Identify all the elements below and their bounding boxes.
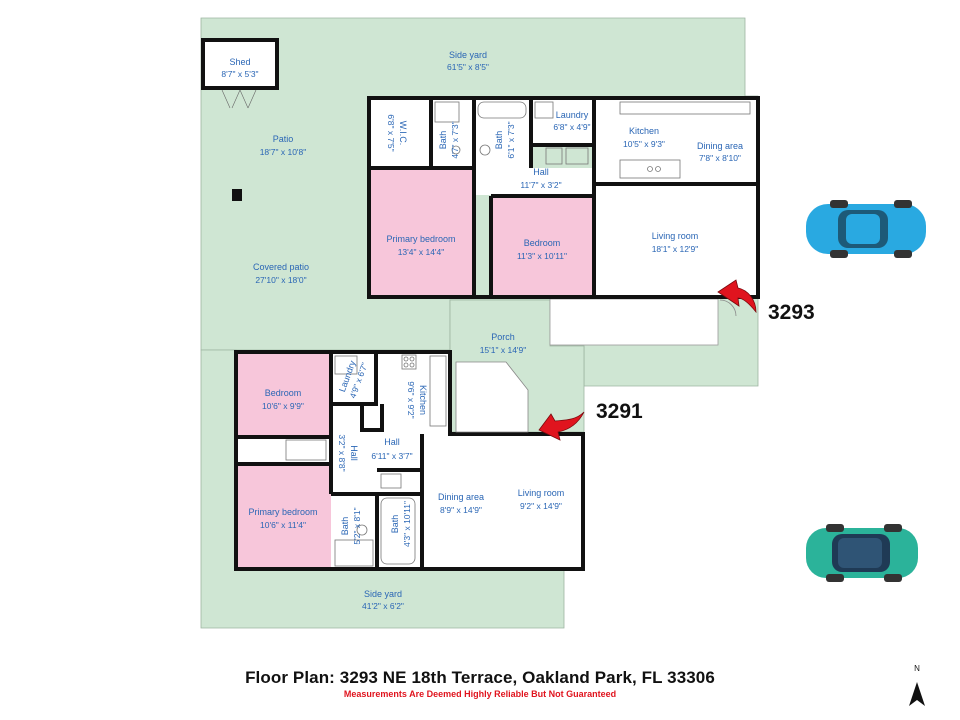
hall-b2-label: Hall <box>349 445 359 461</box>
bath-a-label: Bath <box>438 131 448 150</box>
fixtures-b <box>285 354 447 567</box>
porch-deck <box>455 361 529 433</box>
hall-b2-dim: 3'2" x 8'8" <box>337 434 347 471</box>
unit-number-3291: 3291 <box>596 400 643 423</box>
entry-door-a <box>719 299 737 317</box>
hall-a-label: Hall <box>533 167 549 177</box>
compass-label: N <box>914 664 920 673</box>
bedroom-b-dim: 10'6" x 9'9" <box>262 401 304 411</box>
post <box>232 189 242 201</box>
living-a-label: Living room <box>652 231 699 241</box>
entry-arrow-3293 <box>717 279 757 314</box>
wic-label: W.I.C. <box>398 121 408 146</box>
unit-3293 <box>367 96 760 346</box>
bedroom-a-room <box>491 196 594 297</box>
hall-b2-room <box>282 437 331 464</box>
primary-a-room <box>369 168 474 297</box>
entry-step-a <box>549 298 719 346</box>
living-a-dim: 18'1" x 12'9" <box>652 244 699 254</box>
bath-d-room <box>377 470 422 569</box>
shed-doors <box>221 89 257 109</box>
unit-3291 <box>234 350 585 571</box>
kitchen-a-dim: 10'5" x 9'3" <box>623 139 665 149</box>
bath-d-label: Bath <box>390 515 400 534</box>
shed-outline <box>201 38 279 90</box>
bedroom-a-label: Bedroom <box>524 238 561 248</box>
north-arrow-icon <box>909 682 925 706</box>
laundry-a-dim: 6'8" x 4'9" <box>553 122 590 132</box>
bath-c-dim: 5'2" x 8'1" <box>352 507 362 544</box>
kitchen-a-label: Kitchen <box>629 126 659 136</box>
dining-a-label: Dining area <box>697 141 743 151</box>
hall-a-room <box>474 168 594 195</box>
primary-b-dim: 10'6" x 11'4" <box>260 520 306 530</box>
compass: N <box>902 664 932 708</box>
dining-living-b-room <box>422 434 583 569</box>
primary-b-label: Primary bedroom <box>248 507 317 517</box>
shed-label: Shed <box>229 57 250 67</box>
unit-number-3293: 3293 <box>768 301 815 324</box>
bath-b-room <box>474 98 531 168</box>
wic-room <box>369 98 431 168</box>
primary-a-label: Primary bedroom <box>386 234 455 244</box>
porch-label: Porch <box>491 332 515 342</box>
side-yard-s-dim: 41'2" x 6'2" <box>362 601 404 611</box>
primary-a-dim: 13'4" x 14'4" <box>398 247 445 257</box>
rotated-room-labels: W.I.C. 6'8" x 7'5" Bath 4'7" x 7'3" Bath… <box>337 114 516 547</box>
dining-a-dim: 7'8" x 8'10" <box>699 153 741 163</box>
living-a-room <box>594 184 758 297</box>
hall-a-dim: 11'7" x 3'2" <box>520 180 561 190</box>
bath-a-room <box>431 98 474 168</box>
living-b-label: Living room <box>518 488 565 498</box>
side-yard-n-dim: 61'5" x 8'5" <box>447 62 489 72</box>
patio-label: Patio <box>273 134 294 144</box>
side-yard-n-label: Side yard <box>449 50 487 60</box>
unit-3291-walls <box>234 350 585 571</box>
hall-b1-dim: 6'11" x 3'7" <box>371 451 412 461</box>
plan-title: Floor Plan: 3293 NE 18th Terrace, Oaklan… <box>245 668 715 687</box>
laundry-b-room <box>331 352 376 404</box>
bath-b-dim: 6'1" x 7'3" <box>506 121 516 158</box>
bedroom-a-dim: 11'3" x 10'11" <box>517 251 567 261</box>
wic-dim: 6'8" x 7'5" <box>386 114 396 151</box>
hall-b1-label: Hall <box>384 437 400 447</box>
kitchen-b-label: Kitchen <box>418 385 428 415</box>
dining-b-label: Dining area <box>438 492 484 502</box>
car-blue-icon <box>806 200 926 258</box>
dining-b-dim: 8'9" x 14'9" <box>440 505 482 515</box>
bath-c-room <box>331 494 377 569</box>
covered-patio-label: Covered patio <box>253 262 309 272</box>
bath-c-label: Bath <box>340 517 350 536</box>
car-teal-icon <box>806 524 918 582</box>
primary-b-room <box>236 464 331 569</box>
living-b-dim: 9'2" x 14'9" <box>520 501 562 511</box>
fixtures-a <box>434 101 751 179</box>
title-block: Floor Plan: 3293 NE 18th Terrace, Oaklan… <box>0 668 960 699</box>
kitchen-a-room <box>594 98 758 184</box>
entry-arrow-3291 <box>538 411 585 441</box>
unit-3293-walls <box>367 96 760 299</box>
bedroom-b-label: Bedroom <box>265 388 302 398</box>
bedroom-b-room <box>236 352 331 437</box>
patio-dim: 18'7" x 10'8" <box>260 147 307 157</box>
bath-b-label: Bath <box>494 131 504 150</box>
kitchen-b-dim: 9'6" x 9'2" <box>406 381 416 418</box>
bath-d-dim: 4'3" x 10'11" <box>402 501 412 547</box>
laundry-a-room <box>531 98 594 145</box>
side-yard-s-label: Side yard <box>364 589 402 599</box>
porch-dim: 15'1" x 14'9" <box>480 345 527 355</box>
room-labels: Shed 8'7" x 5'3" Side yard 61'5" x 8'5" … <box>221 50 743 611</box>
shed-dim: 8'7" x 5'3" <box>221 69 258 79</box>
plan-disclaimer: Measurements Are Deemed Highly Reliable … <box>343 689 617 699</box>
bath-a-dim: 4'7" x 7'3" <box>450 121 460 158</box>
covered-patio-dim: 27'10" x 18'0" <box>255 275 306 285</box>
laundry-a-label: Laundry <box>556 110 589 120</box>
